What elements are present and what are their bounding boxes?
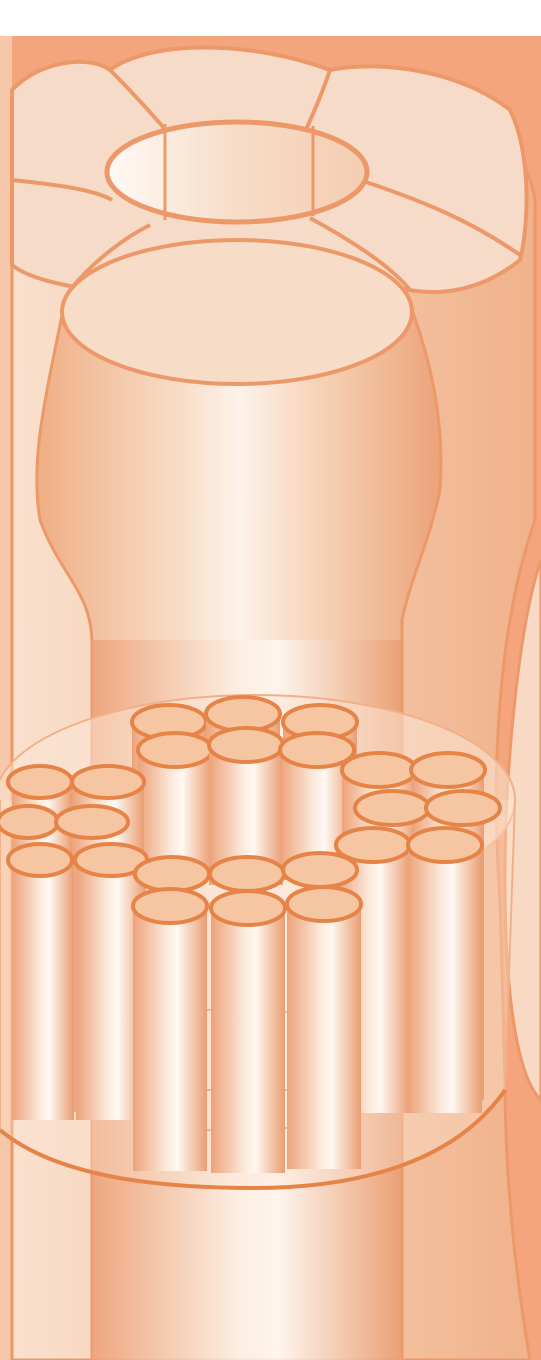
myofibril-cap — [211, 891, 285, 925]
myofibril-body — [287, 904, 361, 1169]
myofibril-cap — [209, 728, 283, 762]
myofibril-cap — [426, 791, 500, 825]
myofibril-cap — [56, 806, 128, 838]
myofibril-cap — [210, 857, 284, 891]
myofibril-cap — [408, 828, 482, 862]
myofibril-body — [408, 845, 482, 1113]
front-fiber-top-face — [62, 240, 412, 384]
myofibril-cap — [72, 766, 144, 798]
myofibril-cap — [411, 753, 485, 787]
myofibril-front-cluster — [133, 853, 361, 1173]
myofibril-body — [211, 908, 285, 1173]
myofibril-left-cluster — [0, 766, 147, 1120]
myofibril-body — [12, 860, 74, 1120]
top-white-band — [0, 0, 541, 36]
myofibril-cap — [0, 806, 58, 838]
myofibril-cap — [8, 766, 72, 798]
myofibril-cap — [355, 791, 429, 825]
myofibril-cap — [283, 853, 357, 887]
myofibril-cap — [135, 857, 209, 891]
myofibril-body — [133, 906, 207, 1171]
myofibril-cap — [206, 697, 280, 731]
myofibril-cap — [342, 753, 416, 787]
myofibril-cap — [8, 844, 72, 876]
myofibril-cap — [133, 889, 207, 923]
central-hole — [107, 122, 367, 222]
myofibril-cap — [138, 733, 212, 767]
myofibril-cap — [280, 733, 354, 767]
myofibril-cap — [287, 887, 361, 921]
